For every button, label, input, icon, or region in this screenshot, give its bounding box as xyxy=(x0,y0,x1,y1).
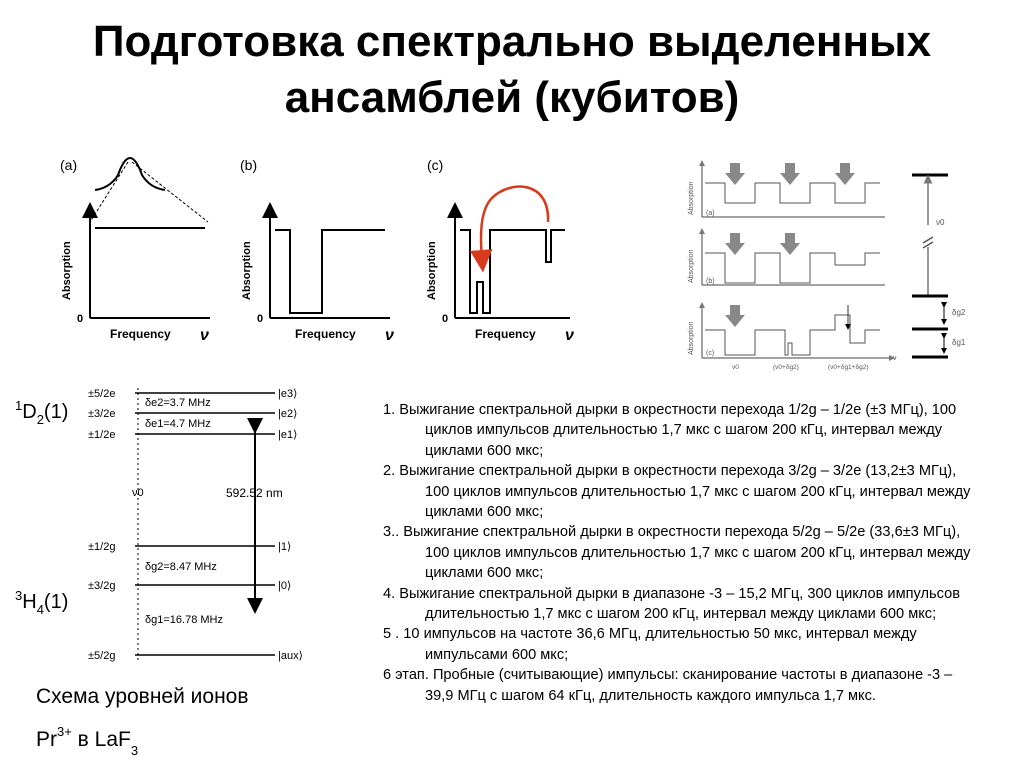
dg2-label: δg2 xyxy=(952,308,966,317)
comb-trace xyxy=(705,182,880,204)
zero-label: 0 xyxy=(442,313,448,325)
lower-state-label: 3H4(1) xyxy=(15,588,68,617)
nu0-label: ν0 xyxy=(132,487,144,499)
scheme-caption-line2: Pr3+ в LaF3 xyxy=(36,724,138,758)
x-axis-label: Frequency xyxy=(475,327,536,341)
scheme-caption-line1: Схема уровней ионов xyxy=(36,685,249,708)
ion-charge: 3+ xyxy=(57,724,72,739)
dg2-splitting: δg2=8.47 MHz xyxy=(145,561,217,573)
panel-a-label: (a) xyxy=(60,157,77,173)
level-label-aux: ±5/2g xyxy=(88,650,115,662)
step-b-label: (b) xyxy=(706,278,715,285)
panel-b-label: (b) xyxy=(240,157,257,173)
upper-state-label: 1D2(1) xyxy=(15,398,68,427)
page-title: Подготовка спектрально выделенных ансамб… xyxy=(92,17,932,122)
dg1-splitting: δg1=16.78 MHz xyxy=(145,614,223,626)
hole-burning-panels: (a) Absorption 0 Frequency ν (b) Absorpt… xyxy=(60,156,574,344)
ket-g0: |0⟩ xyxy=(278,580,291,592)
level-label-e2: ±3/2e xyxy=(88,408,115,420)
dg1-label: δg1 xyxy=(952,338,966,347)
wavelength-label: 592.52 nm xyxy=(226,486,283,500)
tick-nu0-dg1-dg2: (ν0+δg1+δg2) xyxy=(828,364,868,371)
ket-e2: |e2⟩ xyxy=(278,408,297,420)
ket-e3: |e3⟩ xyxy=(278,388,297,400)
host-crystal: LaF xyxy=(94,728,131,751)
step-1: 1. Выжигание спектральной дырки в окрест… xyxy=(383,402,957,459)
zero-label: 0 xyxy=(77,313,83,325)
tick-nu0: ν0 xyxy=(732,364,739,371)
population-transfer-arrow xyxy=(469,185,550,273)
nu-symbol: ν xyxy=(200,327,209,344)
step-b-plot: Absorption (b) xyxy=(688,228,885,286)
axis-nu: ν xyxy=(893,355,897,362)
level-label-g0: ±3/2g xyxy=(88,580,115,592)
ket-e1: |e1⟩ xyxy=(278,429,297,441)
zero-label: 0 xyxy=(257,313,263,325)
mini-level-diagram: ν0 δg2 δg1 xyxy=(912,173,966,359)
host-subscript: 3 xyxy=(130,743,139,758)
panel-a: (a) Absorption 0 Frequency ν xyxy=(60,156,210,344)
y-axis-label: Absorption xyxy=(426,241,438,300)
de1-splitting: δe1=4.7 MHz xyxy=(145,418,211,430)
step-4: 4. Выжигание спектральной дырки в диапаз… xyxy=(383,585,960,623)
y-label: Absorption xyxy=(688,321,695,355)
panel-c: (c) Absorption 0 Frequency ν xyxy=(426,157,574,344)
step-c-label: (c) xyxy=(706,350,714,357)
hole-with-antihole xyxy=(460,229,565,314)
de2-splitting: δe2=3.7 MHz xyxy=(145,397,211,409)
step-2: 2. Выжигание спектральной дырки в окрест… xyxy=(383,463,971,521)
preparation-steps: 1. Выжигание спектральной дырки в окрест… xyxy=(383,400,983,706)
nu-symbol: ν xyxy=(385,327,394,344)
y-label: Absorption xyxy=(688,181,695,215)
zoom-line-left xyxy=(89,161,129,223)
comb-trace xyxy=(705,314,880,356)
step-5: 5 . 10 импульсов на частоте 36,6 МГц, дл… xyxy=(383,626,917,663)
step-6: 6 этап. Пробные (считывающие) импульсы: … xyxy=(383,667,953,704)
tick-nu0-dg2: (ν0+δg2) xyxy=(773,364,799,371)
ground-manifold: 3H4(1) ±1/2g ±3/2g ±5/2g |1⟩ |0⟩ |aux⟩ δ… xyxy=(15,541,303,662)
ket-aux: |aux⟩ xyxy=(278,650,303,662)
ket-g1: |1⟩ xyxy=(278,541,291,553)
burn-arrow xyxy=(725,233,800,255)
axis-break xyxy=(922,236,934,249)
zoom-line-right xyxy=(131,161,209,223)
level-label-g1: ±1/2g xyxy=(88,541,115,553)
step-a-plot: Absorption (a) xyxy=(688,160,885,218)
y-axis-label: Absorption xyxy=(61,241,73,300)
nu-symbol: ν xyxy=(565,327,574,344)
level-label-e3: ±5/2e xyxy=(88,388,115,400)
ion-name: Pr xyxy=(36,728,57,751)
inhomogeneous-line xyxy=(94,156,166,191)
energy-level-scheme: 1D2(1) ±5/2e ±3/2e ±1/2e |e3⟩ |e2⟩ |e1⟩ … xyxy=(15,388,303,662)
panel-b: (b) Absorption 0 Frequency ν xyxy=(240,157,394,344)
spectral-hole xyxy=(275,229,385,314)
preparation-steps-figure: Absorption (a) Absorption (b) Absorption… xyxy=(688,160,966,371)
caption-in: в xyxy=(71,728,95,751)
step-3: 3.. Выжигание спектральной дырки в окрес… xyxy=(383,524,971,582)
x-axis-label: Frequency xyxy=(295,327,356,341)
nu0-label: ν0 xyxy=(936,218,945,227)
comb-trace xyxy=(705,252,880,284)
y-axis-label: Absorption xyxy=(241,241,253,300)
y-label: Absorption xyxy=(688,249,695,283)
step-c-plot: Absorption (c) ν ν0 (ν0+δg2) (ν0+δg1+δg2… xyxy=(688,302,897,371)
excited-manifold: 1D2(1) ±5/2e ±3/2e ±1/2e |e3⟩ |e2⟩ |e1⟩ … xyxy=(15,388,297,441)
panel-c-label: (c) xyxy=(427,157,443,173)
burn-arrow xyxy=(725,163,855,185)
x-axis-label: Frequency xyxy=(110,327,171,341)
level-label-e1: ±1/2e xyxy=(88,429,115,441)
step-a-label: (a) xyxy=(706,210,715,217)
burn-arrow xyxy=(725,305,745,327)
